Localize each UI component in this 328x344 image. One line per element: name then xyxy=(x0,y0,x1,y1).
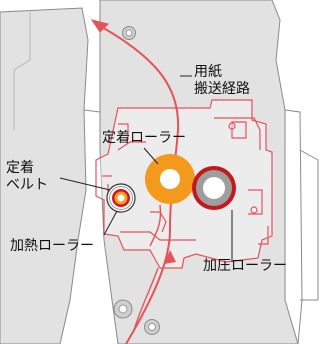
leader-lines xyxy=(59,75,233,262)
screw-icon xyxy=(144,319,160,335)
screw-icon xyxy=(122,26,136,40)
fixing-belt-label-line2: ベルト xyxy=(6,177,48,193)
pressure-roller xyxy=(192,166,236,210)
arrow-up-icon xyxy=(164,250,176,264)
heating-roller-label: 加熱ローラー xyxy=(10,238,94,254)
paper-path-label-line1: 用紙 xyxy=(194,64,222,80)
paper-path-label-line2: 搬送経路 xyxy=(194,81,250,97)
arrow-up-icon xyxy=(90,19,109,33)
heating-roller xyxy=(112,189,130,207)
fixing-roller xyxy=(145,154,195,204)
pressure-roller-label: 加圧ローラー xyxy=(203,258,287,274)
fixing-roller-label: 定着ローラー xyxy=(102,130,186,146)
fixing-belt-label-line1: 定着 xyxy=(6,160,34,176)
fixing-belt-label: 定着 ベルト xyxy=(6,160,48,194)
paper-path-label: 用紙 搬送経路 xyxy=(194,64,250,98)
screw-icon xyxy=(113,299,133,319)
